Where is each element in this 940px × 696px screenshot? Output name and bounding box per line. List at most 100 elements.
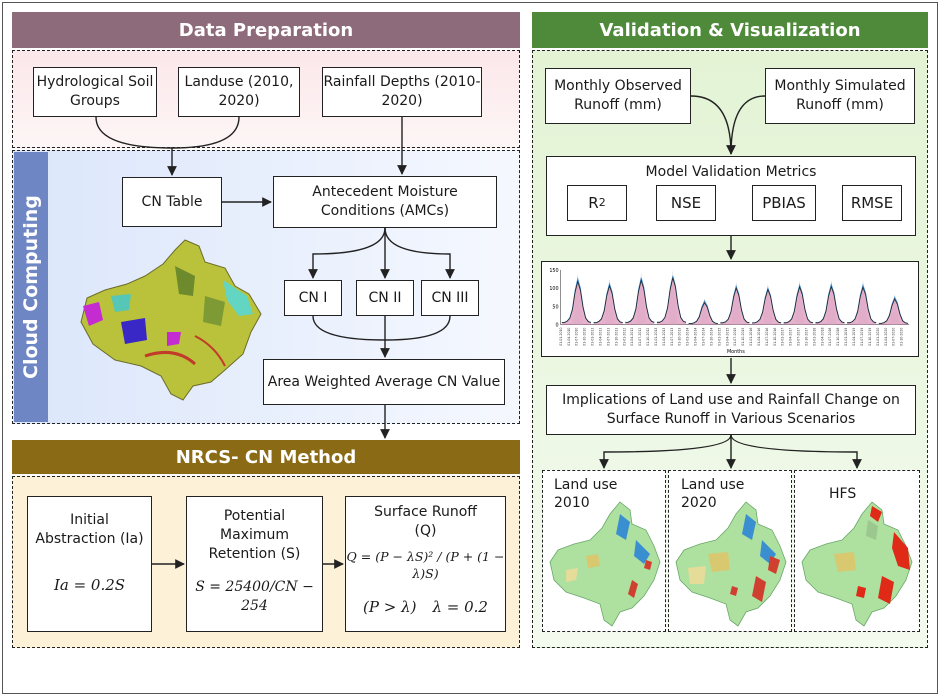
chart-x-tick-label: 01-07-2017	[797, 328, 801, 346]
urban-patch	[834, 552, 856, 572]
cn-i-box: CN I	[284, 280, 342, 316]
nrcs-cn-header: NRCS- CN Method	[12, 440, 520, 474]
chart-simulated-area	[752, 289, 782, 325]
water-patch	[223, 280, 253, 316]
forest-patch	[634, 540, 650, 564]
rainfall-depths-box: Rainfall Depths (2010-2020)	[322, 67, 482, 117]
chart-x-tick-label: 01-10-2019	[868, 328, 872, 346]
builtup-patch	[121, 318, 147, 344]
implications-box: Implications of Land use and Rainfall Ch…	[546, 385, 916, 435]
chart-simulated-line	[625, 278, 655, 323]
initial-abstraction-formula: Ia = 0.2S	[53, 575, 126, 594]
metric-rmse: RMSE	[842, 185, 902, 221]
cn-iii-box: CN III	[421, 280, 479, 316]
cn-ii-box: CN II	[356, 280, 414, 316]
chart-x-tick-label: 01-10-2010	[583, 328, 587, 346]
cloud-computing-label: Cloud Computing	[14, 152, 48, 422]
chart-y-tick-label: 150	[549, 268, 558, 274]
chart-x-tick-label: 01-07-2013	[670, 328, 674, 346]
initial-abstraction-label: Initial Abstraction (Ia)	[35, 512, 144, 547]
chart-simulated-area	[625, 280, 655, 325]
chart-x-tick-label: 01-01-2019	[844, 328, 848, 346]
runoff-patch	[752, 576, 766, 602]
chart-x-tick-label: 01-07-2016	[765, 328, 769, 346]
runoff-patch	[768, 556, 780, 574]
chart-simulated-area	[720, 288, 750, 325]
runoff-conditions: (P > λ) λ = 0.2	[363, 597, 488, 617]
simulated-runoff-box: Monthly Simulated Runoff (mm)	[765, 68, 915, 124]
landuse-box: Landuse (2010, 2020)	[178, 67, 300, 117]
chart-simulated-area	[878, 299, 908, 325]
chart-x-tick-label: 01-04-2019	[852, 328, 856, 346]
chart-x-tick-label: 01-10-2013	[678, 328, 682, 346]
runoff-patch	[644, 560, 652, 570]
chart-y-tick-label: 100	[549, 286, 558, 292]
chart-simulated-line	[656, 277, 687, 323]
chart-x-tick-label: 01-04-2013	[662, 328, 666, 346]
lambda-value: λ = 0.2	[432, 597, 488, 616]
chart-x-tick-label: 01-04-2017	[789, 328, 793, 346]
river-patch	[144, 350, 197, 366]
observed-runoff-box: Monthly Observed Runoff (mm)	[545, 68, 691, 124]
forest-patch	[742, 514, 756, 540]
watershed-outline	[80, 239, 262, 401]
chart-x-tick-label: 01-04-2012	[630, 328, 634, 346]
chart-x-tick-label: 01-01-2018	[812, 328, 816, 346]
chart-x-tick-label: 01-04-2014	[694, 328, 698, 346]
chart-x-tick-label: 01-01-2020	[876, 328, 880, 346]
chart-x-tick-label: 01-10-2020	[900, 328, 904, 346]
chart-x-tick-label: 01-04-2020	[884, 328, 888, 346]
runoff-patch	[892, 532, 910, 570]
chart-x-tick-label: 01-07-2015	[733, 328, 737, 346]
urban-patch	[688, 566, 706, 584]
chart-simulated-line	[878, 298, 908, 324]
chart-simulated-line	[815, 285, 845, 324]
chart-simulated-line	[783, 285, 813, 324]
potential-retention-formula: S = 25400/CN − 254	[195, 578, 314, 614]
scenario-label-2010: Land use 2010	[554, 477, 618, 512]
chart-y-tick-label: 0	[556, 323, 559, 329]
builtup-patch	[83, 302, 103, 326]
watershed-outline	[549, 501, 661, 627]
cn-table-box: CN Table	[122, 177, 222, 227]
validation-header: Validation & Visualization	[532, 12, 928, 48]
chart-simulated-area	[815, 286, 845, 325]
chart-x-tick-label: 01-07-2019	[860, 328, 864, 346]
surface-runoff-box: Surface Runoff (Q) Q = (P − λS)² / (P + …	[345, 496, 506, 632]
chart-y-tick-label: 50	[552, 304, 558, 310]
chart-x-tick-label: 01-10-2017	[805, 328, 809, 346]
chart-x-tick-label: 01-04-2015	[725, 328, 729, 346]
chart-x-tick-label: 01-07-2010	[575, 328, 579, 346]
chart-simulated-line	[561, 279, 592, 323]
chart-simulated-line	[720, 286, 750, 324]
chart-x-tick-label: 01-07-2020	[892, 328, 896, 346]
urban-patch	[586, 554, 600, 568]
amc-box: Antecedent Moisture Conditions (AMCs)	[273, 176, 497, 228]
chart-x-tick-label: 01-04-2010	[567, 328, 571, 346]
chart-simulated-area	[847, 287, 877, 325]
chart-simulated-line	[752, 288, 782, 324]
river-patch	[194, 335, 226, 367]
scenario-map-hfs	[801, 501, 913, 627]
runoff-condition: (P > λ)	[363, 597, 417, 616]
chart-x-tick-label: 01-10-2015	[741, 328, 745, 346]
chart-x-tick-label: 01-10-2014	[709, 328, 713, 346]
initial-abstraction-box: Initial Abstraction (Ia) Ia = 0.2S	[27, 496, 152, 632]
runoff-patch	[628, 580, 638, 598]
metric-pbias: PBIAS	[752, 185, 816, 221]
chart-simulated-area	[561, 281, 591, 325]
chart-x-tick-label: 01-04-2016	[757, 328, 761, 346]
chart-x-tick-label: 01-01-2011	[591, 328, 595, 346]
runoff-patch	[730, 586, 738, 596]
chart-x-tick-label: 01-10-2011	[614, 328, 618, 346]
scenario-map-2020	[675, 501, 787, 627]
metric-nse: NSE	[656, 185, 716, 221]
urban-patch	[566, 568, 578, 582]
runoff-patch	[878, 576, 894, 604]
chart-x-tick-label: 01-10-2018	[836, 328, 840, 346]
surface-runoff-formula: Q = (P − λS)² / (P + (1 − λ)S)	[346, 548, 505, 581]
potential-retention-box: Potential Maximum Retention (S) S = 2540…	[186, 496, 323, 632]
watershed-outline	[801, 501, 913, 627]
water-patch	[111, 294, 131, 312]
